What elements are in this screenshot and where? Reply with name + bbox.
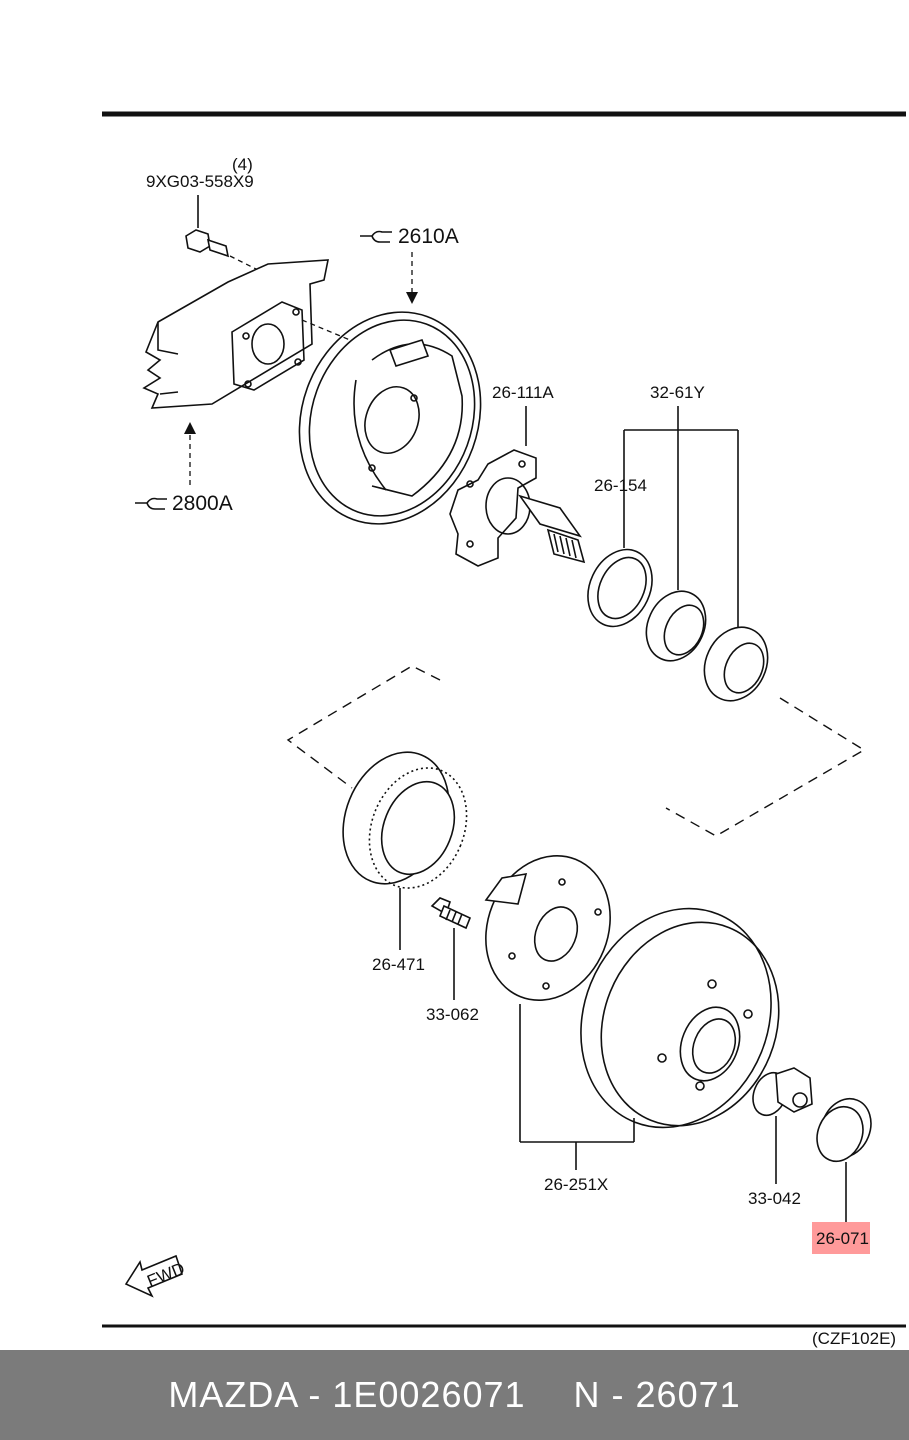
backing-plate-label: 2610A bbox=[398, 225, 459, 248]
abs-ring-label: 26-471 bbox=[372, 955, 425, 974]
caption-part-number: MAZDA - 1E0026071 bbox=[168, 1374, 526, 1415]
drum-hub-part: 26-251X bbox=[484, 855, 780, 1194]
bolt-qty-label: (4) bbox=[232, 155, 253, 174]
hub-nut-part: 33-042 bbox=[748, 1067, 813, 1208]
wheel-stud-part: 33-062 bbox=[426, 897, 479, 1024]
knuckle-label: 2800A bbox=[172, 492, 233, 515]
hub-nut-label: 33-042 bbox=[748, 1189, 801, 1208]
exploded-view-outline bbox=[286, 665, 866, 837]
hand-pointer-icon bbox=[135, 497, 167, 510]
grease-cap-label: 26-071 bbox=[816, 1229, 869, 1248]
caption-ref: N - 26071 bbox=[573, 1374, 741, 1415]
knuckle-part: 2800A bbox=[135, 259, 351, 515]
highlight-box bbox=[812, 1222, 870, 1254]
abs-ring-part: 26-471 bbox=[342, 751, 468, 974]
grease-cap-part: 26-071 bbox=[812, 1097, 872, 1254]
drum-hub-label: 26-251X bbox=[544, 1175, 608, 1194]
caption-bar: MAZDA - 1E0026071 N - 26071 bbox=[0, 1350, 909, 1440]
bolt-part: (4) 9XG03-558X9 bbox=[146, 155, 259, 271]
wheel-stud-label: 33-062 bbox=[426, 1005, 479, 1024]
fwd-label: FWD bbox=[144, 1259, 187, 1291]
spindle-part: 26-111A bbox=[449, 383, 586, 567]
bolt-label: 9XG03-558X9 bbox=[146, 172, 254, 191]
exploded-parts-diagram: (4) 9XG03-558X9 2800A 2610A bbox=[102, 111, 906, 1348]
fwd-arrow-icon: FWD bbox=[124, 1254, 187, 1298]
spindle-label: 26-111A bbox=[492, 383, 554, 402]
backing-plate-part: 2610A bbox=[298, 225, 482, 525]
bearing-set-label: 32-61Y bbox=[650, 383, 705, 402]
hand-pointer-icon bbox=[360, 230, 392, 243]
bearing-set-part: 32-61Y 26-154 bbox=[587, 383, 769, 702]
bearing-race-label: 26-154 bbox=[594, 476, 647, 495]
diagram-code: (CZF102E) bbox=[812, 1329, 896, 1348]
